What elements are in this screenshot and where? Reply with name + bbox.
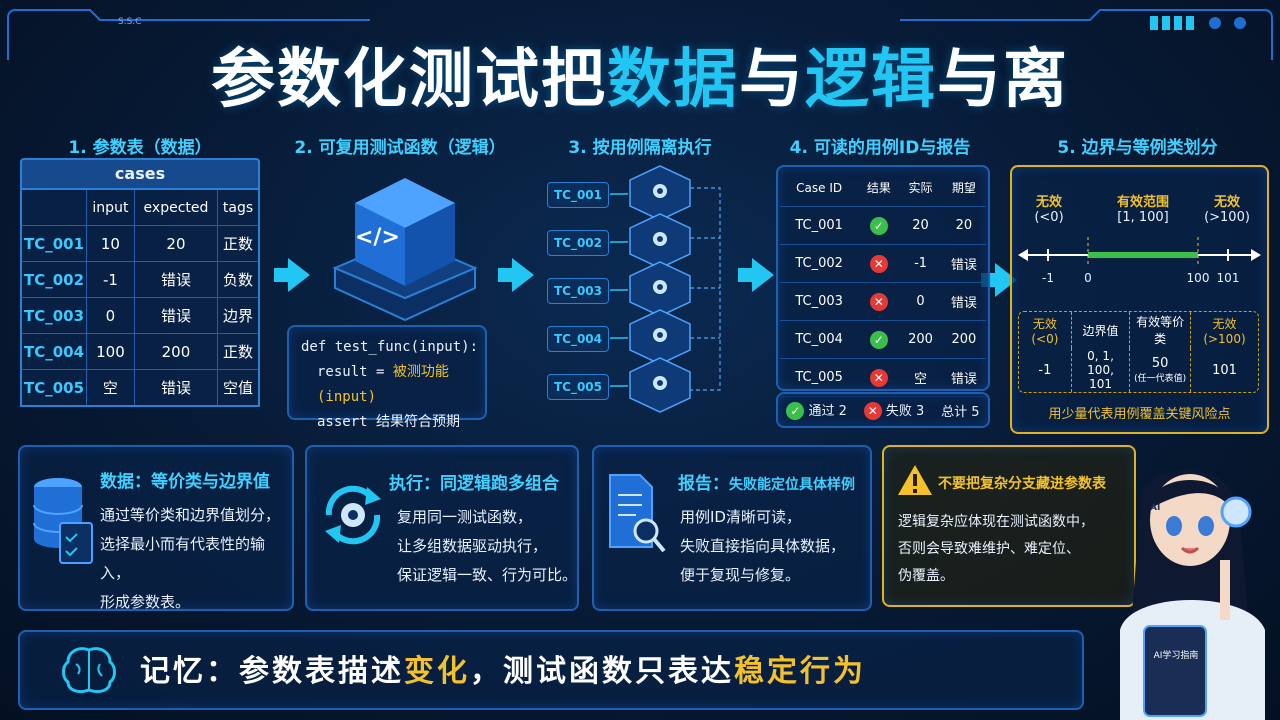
code-line-3: assert 结果符合预期: [317, 414, 461, 430]
fail-count: 失败 3: [885, 404, 925, 419]
case-box: TC_003: [547, 278, 609, 304]
equivalence-table-box: 无效(<0) 边界值 有效等价类 无效(>100) -1 0, 1, 100, …: [1018, 311, 1259, 393]
card-title: 不要把复杂分支藏进参数表: [938, 476, 1106, 492]
card-data: 数据：等价类与边界值 通过等价类和边界值划分，选择最小而有代表性的输入，形成参数…: [18, 445, 294, 611]
fail-icon: ✕: [869, 292, 888, 311]
pass-count: 通过 2: [808, 404, 847, 419]
header-tags: tags: [217, 188, 260, 226]
code-symbol: </>: [355, 225, 400, 250]
fail-icon: ✕: [863, 402, 882, 420]
headphone-label: AI: [1150, 503, 1161, 513]
table-row: TC_005✕空错误: [780, 358, 986, 397]
card-body: 复用同一测试函数，让多组数据驱动执行，保证逻辑一致、行为可比。: [397, 508, 578, 584]
section-title-isolation: 3. 按用例隔离执行: [568, 138, 712, 158]
pass-icon: ✓: [869, 330, 888, 349]
boundary-panel: 无效(<0) 有效范围[1, 100] 无效(>100) -1 0 100 10…: [1010, 165, 1269, 434]
document-search-icon: [609, 474, 666, 553]
memory-bar: 记忆：参数表描述变化，测试函数只表达稳定行为: [18, 630, 1084, 710]
case-box: TC_002: [547, 230, 609, 256]
card-warning: 不要把复杂分支藏进参数表 逻辑复杂应体现在测试函数中，否则会导致难维护、难定位、…: [882, 445, 1136, 607]
equivalence-table: 无效(<0) 边界值 有效等价类 无效(>100) -1 0, 1, 100, …: [1019, 312, 1258, 392]
code-panel: def test_func(input): result = 被测功能(inpu…: [287, 325, 487, 430]
case-box: TC_001: [547, 182, 609, 208]
pass-icon: ✓: [869, 216, 888, 235]
code-line-1: def test_func(input):: [301, 339, 479, 355]
boundary-caption: 用少量代表用例覆盖关键风险点: [1048, 407, 1231, 422]
param-table-header: input expected tags: [20, 188, 260, 226]
page-title: 参数化测试把数据与逻辑与离: [211, 43, 1069, 117]
brain-icon: [62, 647, 116, 694]
flow-arrow-3: [738, 258, 774, 292]
memory-text: 记忆：参数表描述变化，测试函数只表达稳定行为: [140, 654, 866, 689]
database-icon: [33, 478, 93, 564]
refresh-gear-icon: [325, 485, 381, 545]
mascot-illustration: [1120, 470, 1265, 720]
zone-invalid-high: 无效(>100): [1204, 195, 1250, 225]
tick-label: 101: [1216, 271, 1240, 285]
book-label: AI学习指南: [1153, 651, 1199, 661]
isolated-cube-stack: [610, 165, 721, 413]
flow-arrow-1: [274, 258, 310, 292]
corner-text: S.S.C: [118, 17, 142, 27]
card-body: 用例ID清晰可读，失败直接指向具体数据，便于复现与修复。: [680, 508, 846, 584]
tick-label: 0: [1084, 271, 1092, 285]
section-title-report: 4. 可读的用例ID与报告: [789, 138, 971, 158]
section-title-function: 2. 可复用测试函数（逻辑）: [294, 138, 506, 158]
report-summary: ✓ 通过 2 ✕ 失败 3 总计 5: [776, 392, 990, 428]
number-line: [1018, 237, 1261, 267]
tick-label: 100: [1186, 271, 1210, 285]
tick-label: -1: [1042, 271, 1054, 285]
param-table-title: cases: [20, 158, 260, 188]
code-cube-icon: [332, 178, 478, 322]
card-body: 逻辑复杂应体现在测试函数中，否则会导致难维护、难定位、伪覆盖。: [898, 514, 1094, 584]
total-count: 总计 5: [941, 404, 980, 420]
warning-icon: [898, 465, 932, 495]
pass-icon: ✓: [786, 402, 805, 420]
section-title-boundary: 5. 边界与等例类划分: [1057, 138, 1218, 158]
fail-icon: ✕: [869, 254, 888, 273]
header-input: input: [86, 188, 135, 226]
card-report: 报告：失败能定位具体样例 用例ID清晰可读，失败直接指向具体数据，便于复现与修复…: [592, 445, 872, 611]
flow-arrow-2: [498, 258, 534, 292]
card-title: 报告：失败能定位具体样例: [678, 474, 855, 494]
zone-invalid-low: 无效(<0): [1034, 195, 1064, 225]
case-box: TC_004: [547, 326, 609, 352]
card-title: 数据：等价类与边界值: [100, 472, 270, 492]
card-body: 通过等价类和边界值划分，选择最小而有代表性的输入，形成参数表。: [100, 506, 281, 611]
fail-icon: ✕: [869, 368, 888, 387]
case-box: TC_005: [547, 374, 609, 400]
section-title-params: 1. 参数表（数据）: [68, 138, 212, 158]
code-line-2: result = 被测功能(input): [317, 364, 449, 405]
header-expected: expected: [133, 188, 219, 226]
zone-valid: 有效范围[1, 100]: [1116, 195, 1169, 225]
card-title: 执行：同逻辑跑多组合: [389, 474, 559, 494]
card-execution: 执行：同逻辑跑多组合 复用同一测试函数，让多组数据驱动执行，保证逻辑一致、行为可…: [305, 445, 579, 611]
